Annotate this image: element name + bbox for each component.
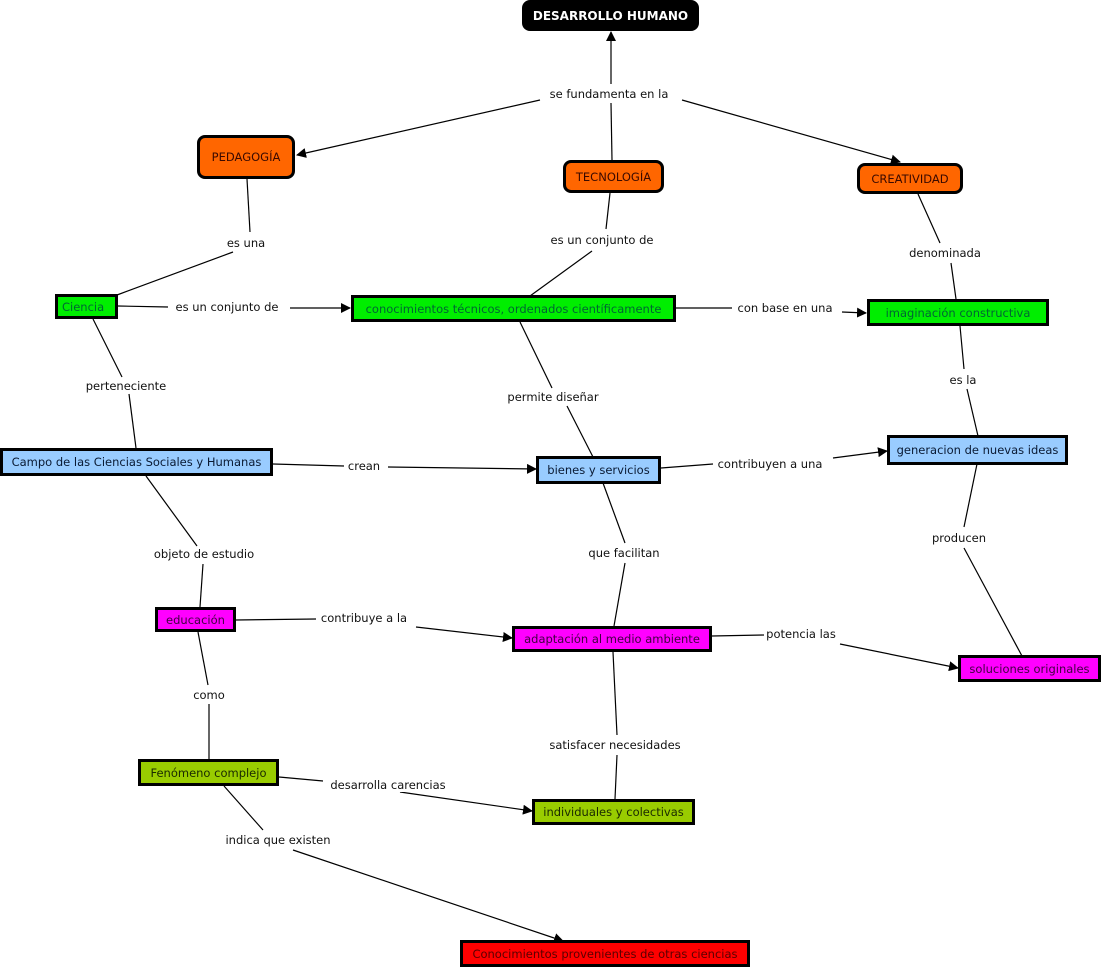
link-label-que-facilitan: que facilitan bbox=[586, 546, 662, 560]
link-label-es-conjunto-ciencia: es un conjunto de bbox=[173, 300, 281, 314]
link-label-es-una: es una bbox=[224, 236, 268, 250]
line-conocimientos-to-permite bbox=[519, 321, 553, 389]
link-label-se-fundamenta: se fundamenta en la bbox=[547, 87, 671, 101]
line-fenomeno-to-indica bbox=[223, 785, 264, 831]
line-objeto-to-educacion bbox=[199, 563, 204, 608]
line-fundamenta-to-creatividad bbox=[681, 99, 901, 165]
line-ciencia-to-conjunto bbox=[117, 305, 169, 308]
line-esla-to-generacion bbox=[966, 388, 979, 437]
line-potencia-to-soluciones bbox=[839, 643, 959, 672]
line-educacion-to-como bbox=[197, 631, 209, 686]
line-fundamenta-to-tecnologia bbox=[610, 102, 613, 161]
concept-desarrollo-humano[interactable]: DESARROLLO HUMANO bbox=[522, 0, 699, 31]
line-crean-to-bienes bbox=[387, 463, 537, 474]
concept-conocimientos-otras-ciencias[interactable]: Conocimientos provenientes de otras cien… bbox=[460, 940, 750, 967]
link-label-indica: indica que existen bbox=[223, 833, 333, 847]
line-permite-to-bienes bbox=[566, 405, 594, 458]
line-indica-to-otras bbox=[292, 849, 564, 943]
link-label-es-conjunto-tecnologia: es un conjunto de bbox=[548, 233, 656, 247]
concept-tecnologia[interactable]: TECNOLOGÍA bbox=[563, 160, 664, 193]
line-imaginacion-to-esla bbox=[959, 325, 965, 370]
line-creatividad-to-denominada bbox=[917, 193, 941, 244]
concept-individuales-colectivas[interactable]: individuales y colectivas bbox=[532, 799, 695, 825]
line-contribuyen-to-generacion bbox=[832, 447, 888, 459]
line-campo-to-objeto bbox=[145, 475, 198, 547]
concept-imaginacion-constructiva[interactable]: imaginación constructiva bbox=[867, 299, 1049, 326]
line-generacion-to-producen bbox=[963, 463, 978, 528]
line-campo-to-crean bbox=[272, 463, 345, 467]
link-label-crean: crean bbox=[345, 459, 383, 473]
concept-generacion-nuevas-ideas[interactable]: generacion de nuevas ideas bbox=[887, 435, 1068, 465]
link-label-es-la: es la bbox=[947, 373, 979, 387]
line-esuna-to-ciencia bbox=[116, 251, 234, 296]
concept-conocimientos-tecnicos[interactable]: conocimientos técnicos, ordenados cientí… bbox=[351, 295, 676, 322]
line-educacion-to-contribuye bbox=[235, 618, 317, 621]
line-satisfacer-to-individuales bbox=[614, 754, 618, 800]
line-fundamenta-to-pedagogia bbox=[296, 99, 541, 158]
link-label-desarrolla: desarrolla carencias bbox=[328, 778, 448, 792]
line-producen-to-soluciones bbox=[963, 547, 1023, 657]
link-label-con-base: con base en una bbox=[735, 301, 835, 315]
concept-soluciones-originales[interactable]: soluciones originales bbox=[958, 655, 1101, 682]
line-perteneciente-to-campo bbox=[128, 393, 137, 449]
line-conbase-to-imaginacion bbox=[841, 307, 867, 318]
line-denominada-to-imaginacion bbox=[950, 262, 957, 300]
line-bienes-to-facilitan bbox=[602, 482, 626, 544]
line-conjunto-to-conocimientos bbox=[529, 250, 593, 297]
concept-adaptacion-medio-ambiente[interactable]: adaptación al medio ambiente bbox=[512, 626, 712, 652]
link-label-potencia: potencia las bbox=[764, 627, 838, 641]
line-fenomeno-to-desarrolla bbox=[278, 776, 324, 782]
line-ciencia-to-perteneciente bbox=[92, 318, 123, 378]
line-adaptacion-to-satisfacer bbox=[612, 651, 618, 736]
link-label-producen: producen bbox=[929, 531, 989, 545]
line-bienes-to-contribuyen bbox=[660, 463, 714, 469]
link-label-contribuyen: contribuyen a una bbox=[715, 457, 825, 471]
link-label-contribuye: contribuye a la bbox=[318, 611, 410, 625]
line-pedagogia-to-esuna bbox=[246, 178, 251, 233]
concept-ciencia[interactable]: Ciencia bbox=[55, 294, 118, 319]
concept-fenomeno-complejo[interactable]: Fenómeno complejo bbox=[138, 759, 279, 786]
link-label-denominada: denominada bbox=[907, 246, 983, 260]
link-label-perteneciente: perteneciente bbox=[83, 379, 169, 393]
line-contribuye-to-adaptacion bbox=[415, 626, 513, 642]
link-label-permite-disenar: permite diseñar bbox=[505, 390, 601, 404]
concept-campo-ciencias-sociales[interactable]: Campo de las Ciencias Sociales y Humanas bbox=[0, 448, 273, 476]
line-facilitan-to-adaptacion bbox=[613, 562, 626, 627]
line-tecnologia-to-conjunto bbox=[605, 192, 611, 230]
concept-bienes-servicios[interactable]: bienes y servicios bbox=[536, 456, 661, 484]
line-adaptacion-to-potencia bbox=[711, 634, 765, 637]
concept-pedagogia[interactable]: PEDAGOGÍA bbox=[197, 135, 295, 179]
link-label-objeto-estudio: objeto de estudio bbox=[151, 547, 257, 561]
line-desarrolla-to-individuales bbox=[399, 791, 533, 815]
link-label-satisfacer: satisfacer necesidades bbox=[547, 738, 683, 752]
concept-creatividad[interactable]: CREATIVIDAD bbox=[857, 163, 963, 194]
concept-educacion[interactable]: educación bbox=[155, 607, 236, 632]
link-label-como: como bbox=[191, 688, 227, 702]
